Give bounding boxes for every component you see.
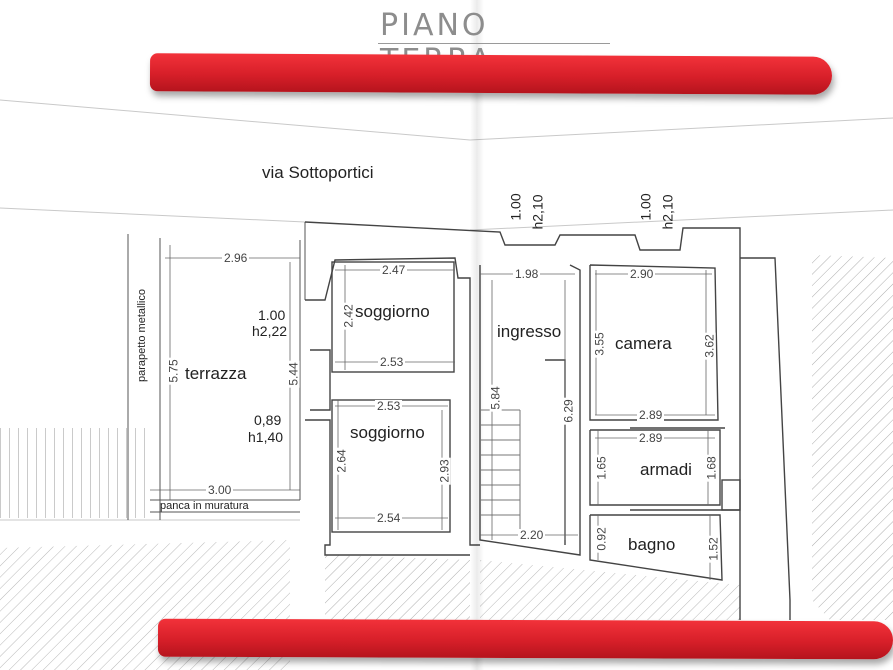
top-window-width-2: 1.00: [637, 193, 654, 221]
dim-ingresso-side: 5.84: [488, 384, 503, 412]
red-binder-clip-bottom: [157, 618, 893, 660]
hatched-area-right: [812, 255, 893, 620]
dim-camera-right: 3.62: [702, 332, 717, 360]
dim-terrazza-bottom: 3.00: [206, 483, 234, 497]
dim-soggiorno1-side: 2.42: [341, 302, 356, 330]
dim-bagno-right: 1.52: [706, 535, 721, 563]
paper-fold: [470, 0, 484, 670]
room-label-armadi: armadi: [640, 460, 692, 479]
dim-camera-top: 2.90: [628, 267, 656, 281]
dim-ingresso-top: 1.98: [513, 267, 541, 281]
window-width-2: 0,89: [254, 412, 282, 428]
dim-terrazza-depth: 5.75: [166, 357, 181, 385]
room-label-soggiorno-1: soggiorno: [355, 302, 430, 321]
room-label-ingresso: ingresso: [497, 322, 562, 341]
window-width-1: 1.00: [258, 307, 286, 323]
window-height-1: h2,22: [252, 323, 288, 339]
dim-soggiorno2-side: 2.64: [334, 447, 349, 475]
dim-camera-bottom: 2.89: [637, 408, 665, 422]
red-binder-clip-top: [149, 53, 833, 95]
dim-terrazza-inner: 5.44: [286, 360, 301, 388]
dim-ingresso-bottom: 2.20: [518, 528, 546, 542]
room-label-camera: camera: [615, 334, 672, 353]
hatched-area-left: [0, 428, 150, 518]
dim-ingresso-inner: 6.29: [561, 397, 576, 425]
note-panca: panca in muratura: [160, 500, 249, 512]
dim-soggiorno2-top: 2.53: [375, 399, 403, 413]
dim-soggiorno1-top: 2.47: [380, 263, 408, 277]
room-label-bagno: bagno: [628, 535, 676, 554]
note-parapetto: parapetto metallico: [135, 289, 148, 382]
dim-bagno-left: 0.92: [594, 525, 609, 553]
room-label-soggiorno-2: soggiorno: [350, 423, 425, 442]
dim-soggiorno2-inner: 2.93: [437, 457, 452, 485]
top-window-height-2: h2,10: [659, 194, 676, 230]
dim-armadi-right: 1.68: [704, 454, 719, 482]
dim-terrazza-width: 2.96: [222, 251, 250, 265]
dim-soggiorno1-bottom: 2.53: [378, 355, 406, 369]
dim-armadi-top: 2.89: [637, 431, 665, 445]
room-label-terrazza: terrazza: [185, 364, 247, 383]
street-label: via Sottoportici: [262, 163, 374, 182]
hatched-area-bottom: [325, 555, 470, 620]
hatched-area-bottom-right: [480, 560, 740, 620]
top-window-height-1: h2,10: [529, 194, 546, 230]
window-height-2: h1,40: [248, 429, 284, 445]
dim-armadi-left: 1.65: [594, 454, 609, 482]
dim-camera-left: 3.55: [592, 330, 607, 358]
dim-soggiorno2-bottom: 2.54: [375, 511, 403, 525]
title-underline: [378, 43, 610, 44]
top-window-width-1: 1.00: [507, 193, 524, 221]
